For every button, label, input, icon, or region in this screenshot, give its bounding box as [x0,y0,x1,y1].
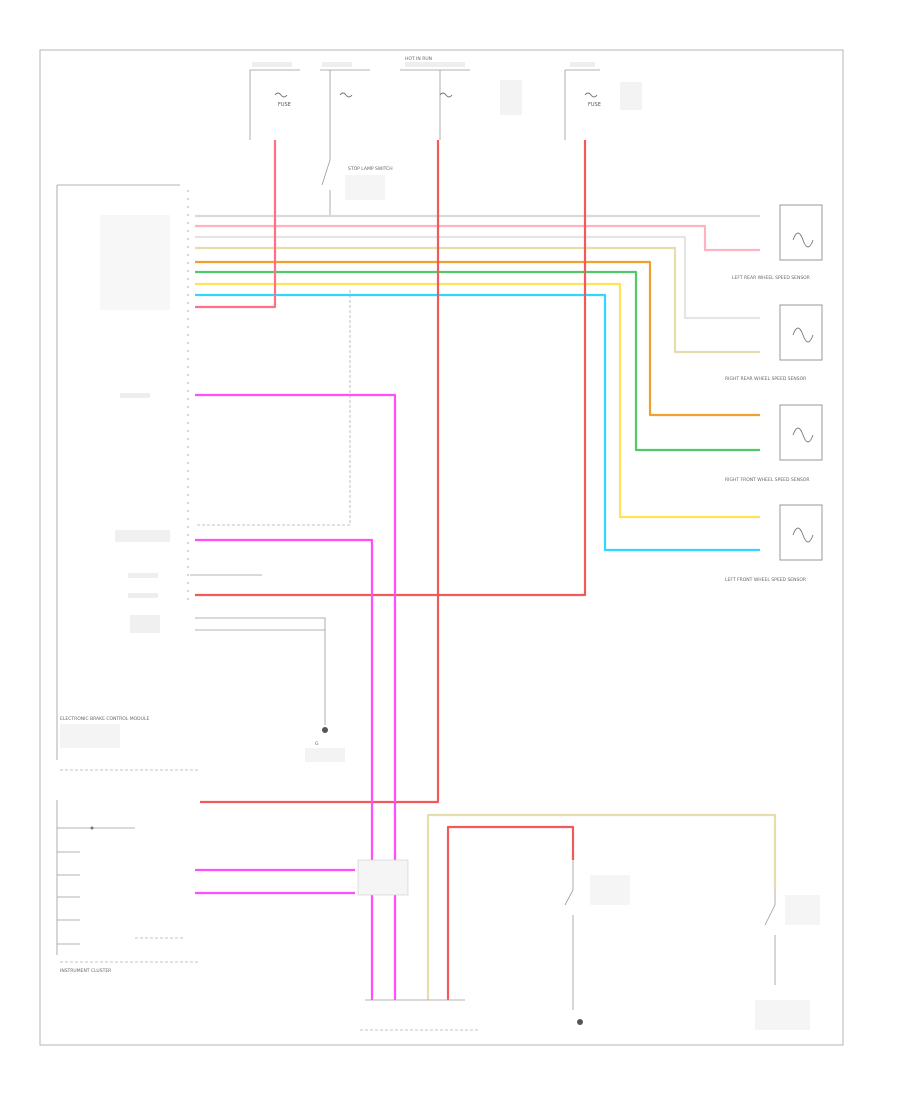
sensor-right-rear: RIGHT REAR WHEEL SPEED SENSOR [725,304,823,382]
sensor-lf-label: LEFT FRONT WHEEL SPEED SENSOR [725,577,806,583]
hot-in-run-label: HOT IN RUN [405,56,432,62]
fuse-label-1: FUSE [278,102,291,108]
wire-red-lower [446,825,575,1000]
wire-yellow-lf [195,282,760,519]
wire-gray-rr [195,235,760,320]
wire-tan-rr [195,246,760,354]
sensor-rf-label: RIGHT FRONT WHEEL SPEED SENSOR [725,477,810,483]
wire-orange-rf [195,260,760,417]
ground-label: G [315,741,319,747]
ebcm-block: ELECTRONIC BRAKE CONTROL MODULE [56,184,351,771]
connector-block [357,859,480,1031]
sensor-lr-label: LEFT REAR WHEEL SPEED SENSOR [732,275,810,281]
sensor-left-rear: LEFT REAR WHEEL SPEED SENSOR [732,204,823,281]
sensor-left-front: LEFT FRONT WHEEL SPEED SENSOR [725,504,823,583]
stop-lamp-switch-label: STOP LAMP SWITCH [348,166,393,172]
stop-lamp-switch: STOP LAMP SWITCH [321,125,393,215]
ground-symbol: G [305,727,345,762]
cluster-label: INSTRUMENT CLUSTER [60,968,111,974]
wire-tan-lower [426,813,777,1000]
lower-module-2 [755,890,820,1030]
sensor-right-front: RIGHT FRONT WHEEL SPEED SENSOR [725,404,823,483]
wire-pink-lr [195,224,760,252]
wire-ground [195,617,326,725]
wire-cyan-lf [195,293,760,552]
wire-red-fuse2 [195,140,587,597]
ebcm-label: ELECTRONIC BRAKE CONTROL MODULE [60,716,149,722]
instrument-cluster: INSTRUMENT CLUSTER [56,800,200,974]
wire-red-fuse1 [195,140,277,309]
top-fuse-block: FUSE FUSE HOT IN RUN [249,56,642,140]
fuse-label-2: FUSE [588,102,601,108]
wire-magenta-1 [195,393,397,1000]
lower-module-1 [564,860,630,1025]
diagram-frame [39,49,844,1046]
wire-red-cluster [200,140,440,804]
sensor-rr-label: RIGHT REAR WHEEL SPEED SENSOR [725,376,806,382]
wire-green-rf [195,270,760,452]
wire-magenta-2 [195,538,374,1000]
